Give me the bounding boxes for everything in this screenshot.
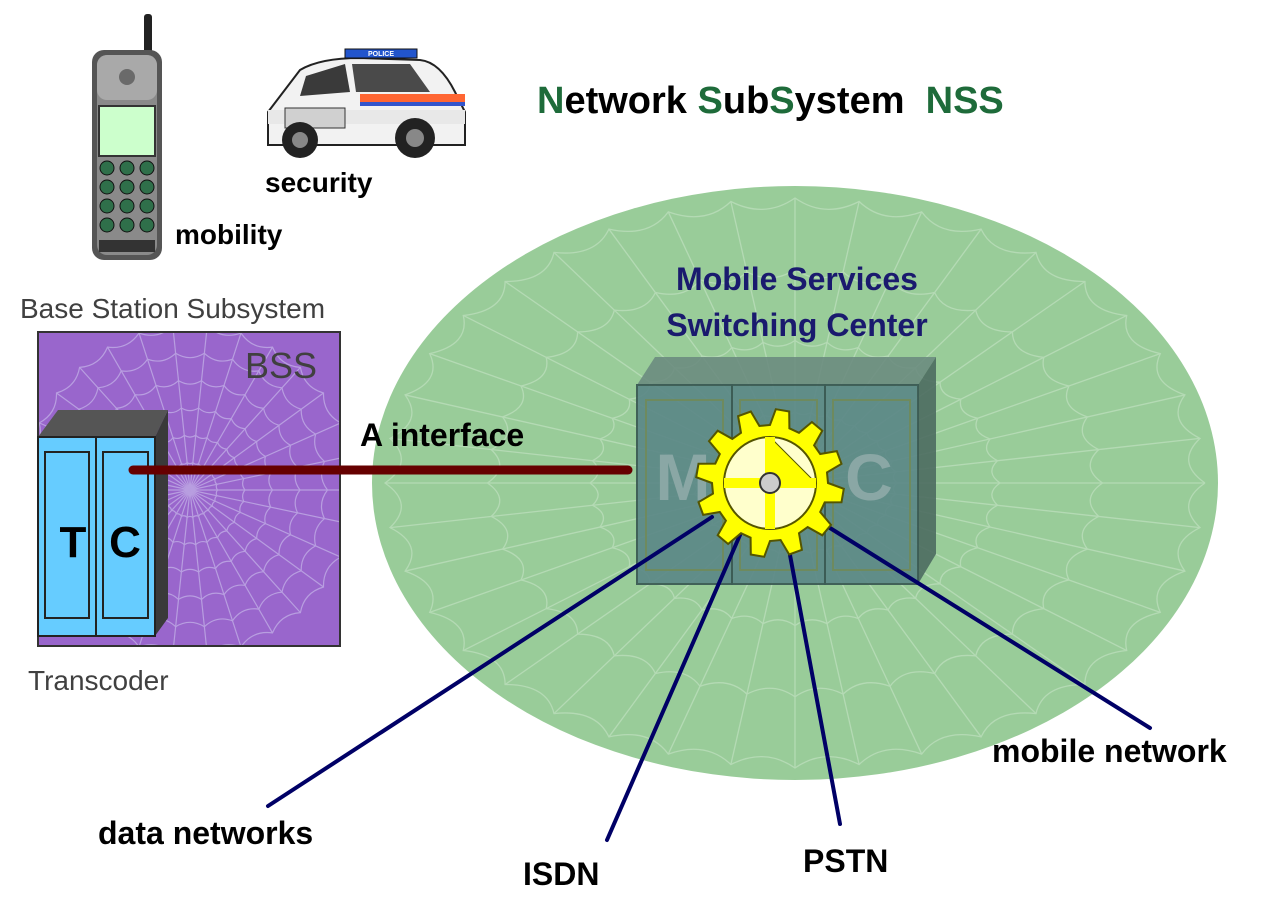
mobile-phone-icon — [92, 14, 162, 260]
network-lines — [266, 515, 1152, 842]
msc-title-line2: Switching Center — [666, 307, 927, 343]
bss-caption: Base Station Subsystem — [20, 293, 325, 324]
a-interface-label: A interface — [360, 417, 524, 453]
police-car-icon: POLICE — [267, 48, 466, 158]
line-isdn — [605, 533, 742, 842]
transcoder-t: T — [60, 518, 87, 567]
line-mobile-network — [828, 526, 1152, 730]
title-part: NSS — [926, 80, 1004, 122]
police-sign: POLICE — [368, 51, 394, 58]
transcoder-c: C — [109, 518, 141, 567]
title-part: ystem — [795, 80, 926, 122]
pstn-label: PSTN — [803, 843, 888, 879]
title-part: S — [769, 80, 794, 122]
title-part: S — [698, 80, 723, 122]
security-label: security — [265, 167, 373, 198]
line-data-networks — [266, 515, 714, 808]
title-part: N — [537, 80, 564, 122]
line-pstn — [788, 553, 842, 826]
title-part: ub — [723, 80, 769, 122]
gear-icon — [695, 408, 845, 558]
mobility-label: mobility — [175, 219, 283, 250]
page-title: Network SubSystem NSS — [537, 80, 1004, 122]
msc-title-line1: Mobile Services — [676, 261, 918, 297]
title-part: etwork — [564, 80, 697, 122]
bss-abbr: BSS — [245, 345, 317, 386]
data-networks-label: data networks — [98, 815, 313, 851]
transcoder-cabinet — [37, 410, 168, 637]
mobile-network-label: mobile network — [992, 733, 1227, 769]
msc-letter-c: C — [845, 440, 893, 514]
transcoder-label: Transcoder — [28, 665, 169, 696]
isdn-label: ISDN — [523, 856, 599, 892]
